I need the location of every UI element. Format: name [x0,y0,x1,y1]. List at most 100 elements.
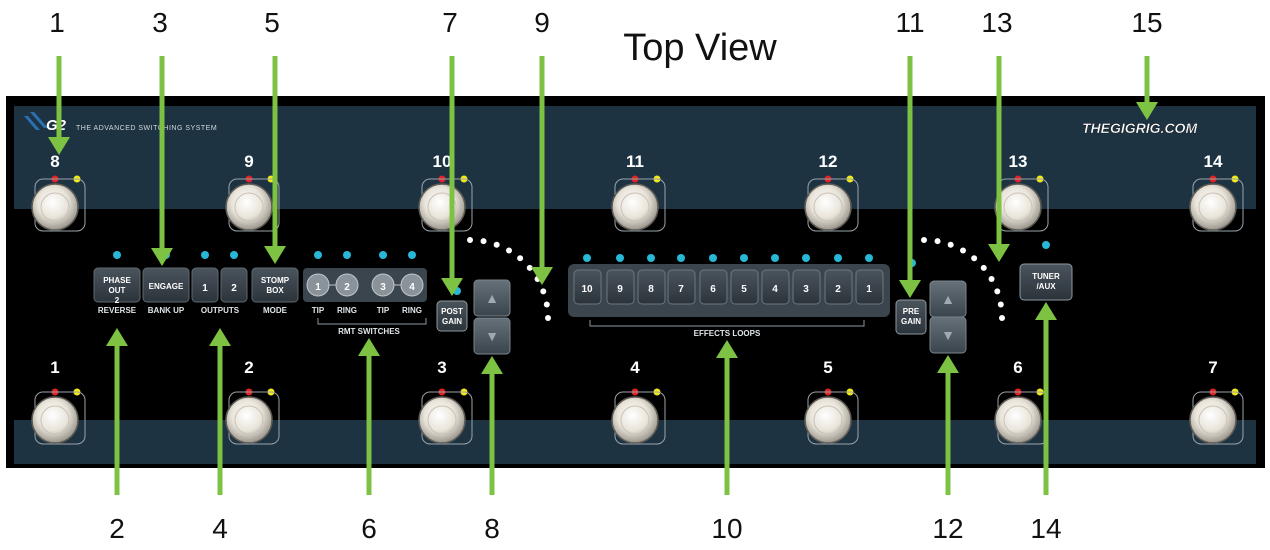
effects-loop-led [771,254,779,262]
footswitch-knob [31,183,79,231]
post-gain-up-arrow[interactable]: ▲ [473,279,511,317]
footswitch-knob [31,396,79,444]
callout-arrow-7 [441,56,463,296]
callout-arrow-10 [716,340,738,495]
rmt-sub-label: TIP [377,306,390,315]
effects-loop-button-3[interactable]: 3 [792,269,821,305]
callout-number: 15 [1131,7,1162,38]
rmt-switch-4[interactable]: 4 [400,273,424,297]
footswitch-bottom-6[interactable] [994,388,1049,445]
effects-loop-button-4[interactable]: 4 [761,269,790,305]
effects-loop-button-2[interactable]: 2 [824,269,853,305]
pre-gain-down-arrow[interactable]: ▼ [929,316,967,354]
rmt-switch-label: 2 [344,282,350,293]
rmt-switch-2[interactable]: 2 [335,273,359,297]
effects-loop-cap [792,269,821,305]
footswitch-top-14[interactable] [1189,175,1244,232]
rmt-switch-3[interactable]: 3 [371,273,395,297]
outputs-label: OUTPUTS [201,306,240,315]
footswitch-ring [620,405,650,435]
footswitch-bottom-7[interactable] [1189,388,1244,445]
engage-button[interactable]: ENGAGE [142,267,190,303]
effects-loop-button-10[interactable]: 10 [573,269,602,305]
brand-logo-text: G2 [46,117,67,134]
effects-loop-button-9[interactable]: 9 [606,269,635,305]
pre-gain-up-arrow[interactable]: ▲ [929,280,967,318]
footswitch-top-8[interactable] [31,175,86,232]
g2-logo: G2 [24,112,67,134]
rmt-bracket [317,318,427,325]
footswitch-top-11[interactable] [611,175,666,232]
footswitch-bottom-1[interactable] [31,388,86,445]
tuner-aux-button[interactable]: TUNER/AUX [1019,263,1073,301]
footswitch-bottom-3[interactable] [418,388,473,445]
footswitch-knob [225,183,273,231]
effects-loop-cap [637,269,666,305]
rmt-strip [303,268,427,302]
effects-loop-cap [699,269,728,305]
footswitch-bottom-2[interactable] [225,388,280,445]
footswitch-number: 12 [819,152,838,171]
callout-arrow-14 [1035,302,1057,495]
callout-number: 11 [895,7,924,38]
footswitch-ring [1198,192,1228,222]
signal-path-dot [467,237,473,243]
effects-loop-label: 8 [648,284,654,295]
rmt-switch-label: 3 [380,282,386,293]
footswitch-top-9[interactable] [225,175,280,232]
footswitch-number: 4 [630,358,640,377]
effects-loop-button-1[interactable]: 1 [855,269,884,305]
footswitch-knob [804,183,852,231]
status-led [314,251,322,259]
effects-loop-cap [606,269,635,305]
signal-path-dot [517,255,524,262]
mode-label: MODE [263,306,288,315]
status-led [343,251,351,259]
callout-number: 6 [361,513,377,544]
effects-loop-led [616,254,624,262]
effects-loop-label: 1 [866,284,872,295]
effects-loop-led [740,254,748,262]
footswitch-top-12[interactable] [804,175,859,232]
reverse-label: REVERSE [98,306,137,315]
output-1-button[interactable]: 1 [191,267,219,303]
signal-path-dot [540,288,547,295]
footswitch-bottom-4[interactable] [611,388,666,445]
footswitch-bottom-5[interactable] [804,388,859,445]
effects-loop-led [647,254,655,262]
effects-loop-label: 3 [803,284,809,295]
status-led [408,251,416,259]
rmt-switches-label: RMT SWITCHES [338,327,400,336]
signal-path-dot [994,288,1001,295]
signal-path-dot [997,301,1004,308]
effects-loop-button-5[interactable]: 5 [730,269,759,305]
footswitch-ring [40,192,70,222]
rmt-sub-label: TIP [312,306,325,315]
post-gain-down-arrow[interactable]: ▼ [473,317,511,355]
effects-loop-cap [730,269,759,305]
signal-path-dot [493,241,500,248]
effects-loop-button-7[interactable]: 7 [667,269,696,305]
footswitch-knob [804,396,852,444]
rmt-switch-1[interactable]: 1 [306,273,330,297]
rmt-sub-label: RING [402,306,422,315]
effects-loop-label: 7 [678,284,684,295]
callout-arrow-8 [481,356,503,495]
signal-path-dot [506,247,512,254]
effects-loop-label: 6 [710,284,716,295]
output-2-button[interactable]: 2 [220,267,248,303]
effects-loop-button-8[interactable]: 8 [637,269,666,305]
rmt-sub-label: RING [337,306,357,315]
signal-path-dot [971,255,978,262]
footswitch-ring [1198,405,1228,435]
callout-arrow-15 [1136,56,1158,120]
effects-loop-label: 10 [581,284,593,295]
effects-loop-cap [667,269,696,305]
effects-loop-button-6[interactable]: 6 [699,269,728,305]
